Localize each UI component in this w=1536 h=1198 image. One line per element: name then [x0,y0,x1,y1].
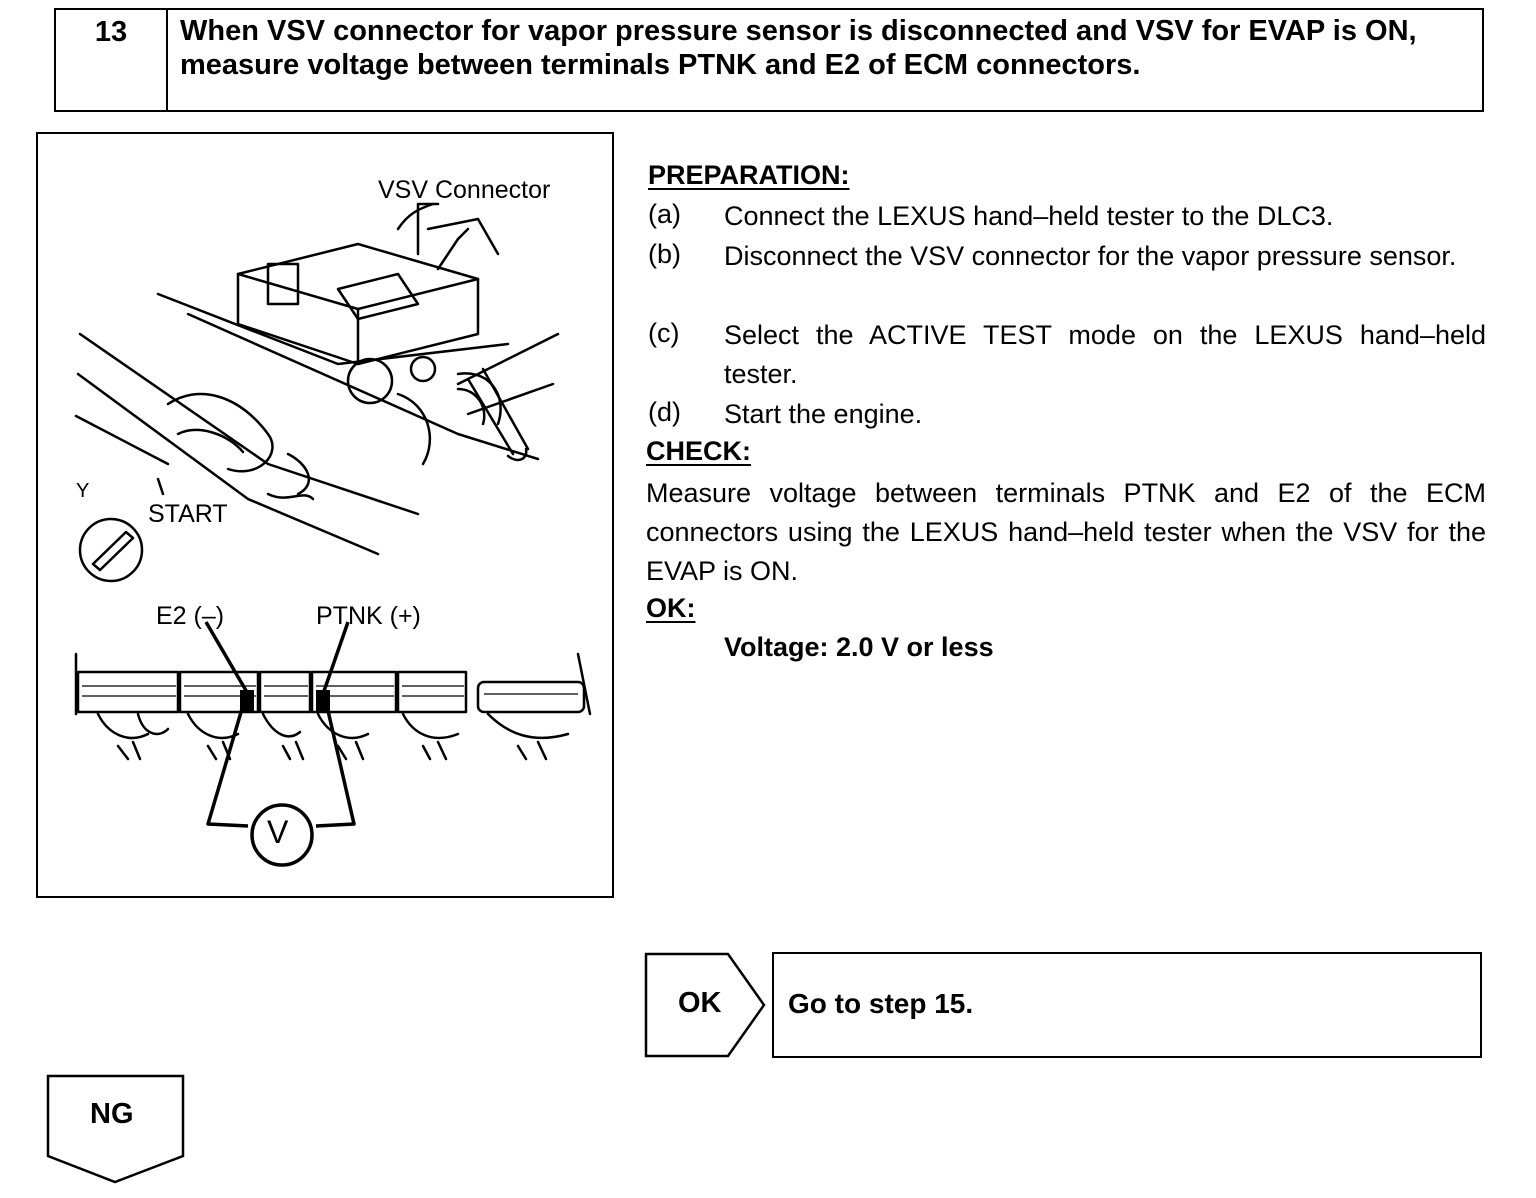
prep-item-text: Start the engine. [724,399,923,429]
ok-label: OK [678,987,722,1019]
step-title: When VSV connector for vapor pressure se… [180,15,1417,81]
preparation-heading: PREPARATION: [648,160,850,190]
ng-label: NG [90,1098,134,1130]
step-number: 13 [94,16,128,48]
ok-result-box: Go to step 15. [772,952,1482,1058]
voltage-spec: Voltage: 2.0 V or less [724,632,994,662]
illustration-figure: VSV Connector Y START E2 (–) PTNK (+) V [36,132,614,898]
voltmeter-icon: V [267,814,289,850]
go-to-step-text: Go to step 15. [788,988,974,1019]
vsv-connector-label: VSV Connector [378,176,551,204]
prep-item-text: Connect the LEXUS hand–held tester to th… [724,201,1334,231]
step-header: 13 When VSV connector for vapor pressure… [54,8,1484,112]
ok-arrow-box [644,952,766,1058]
prep-item-letter: (c) [648,318,680,348]
check-heading: CHECK: [646,436,751,466]
e2-terminal-label: E2 (–) [156,602,225,630]
ignition-y-label: Y [76,480,90,502]
prep-item-letter: (d) [648,397,681,427]
check-text: Measure voltage between terminals PTNK a… [646,478,1486,586]
prep-item-text: Disconnect the VSV connector for the vap… [724,241,1457,271]
prep-item-letter: (a) [648,199,681,229]
prep-item-letter: (b) [648,239,681,269]
prep-item-text: Select the ACTIVE TEST mode on the LEXUS… [724,320,1486,389]
step-number-cell: 13 [56,10,168,110]
ecm-connector-illustration [74,202,592,867]
ptnk-terminal-label: PTNK (+) [316,602,421,630]
ok-spec-heading: OK: [646,593,696,623]
ignition-start-label: START [148,500,228,528]
ng-arrow-box [46,1074,185,1184]
